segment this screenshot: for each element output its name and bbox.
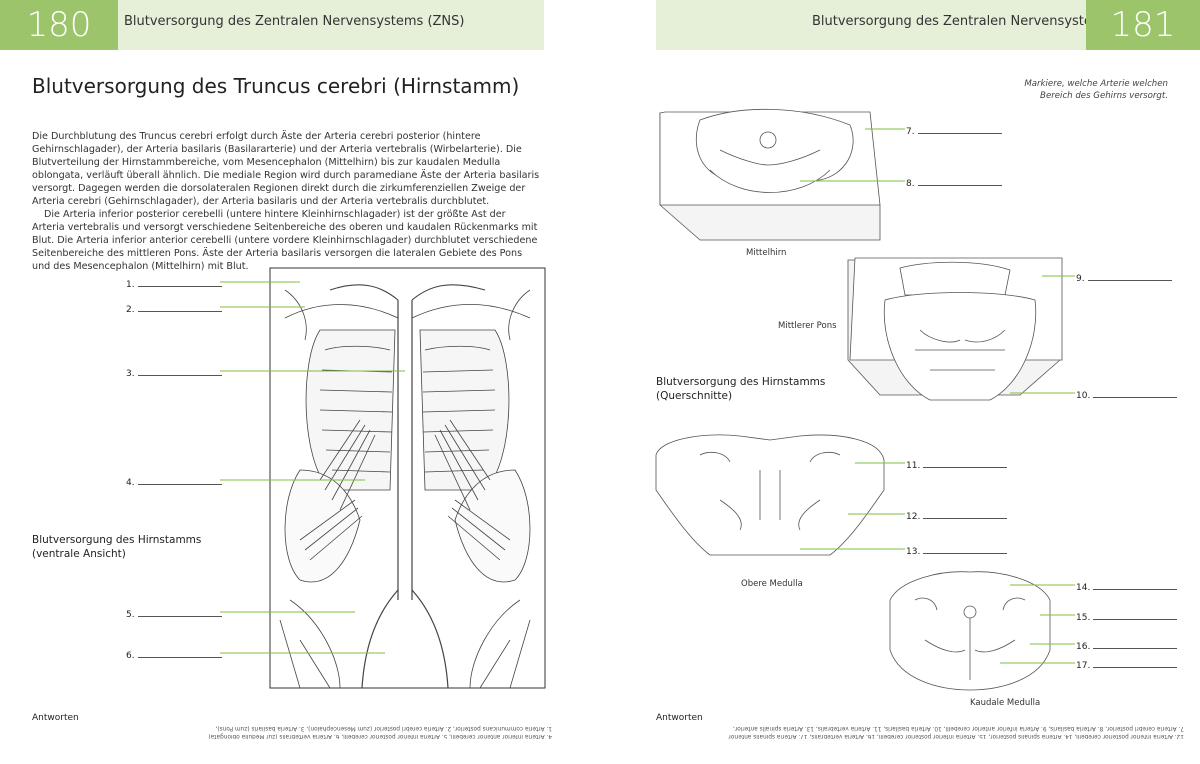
answer-blank[interactable]	[137, 303, 222, 312]
label-17: 17.	[1076, 659, 1178, 671]
header-bar	[118, 0, 544, 50]
answer-blank[interactable]	[917, 177, 1002, 186]
answer-blank[interactable]	[137, 608, 222, 617]
page-number: 181	[1086, 0, 1200, 50]
label-7: 7.	[906, 125, 1002, 137]
header-bar	[656, 0, 1086, 50]
answers-text: 4. Arteria inferior anterior cerebelli, …	[208, 725, 552, 739]
header-title: Blutversorgung des Zentralen Nervensyste…	[124, 14, 465, 29]
label-15: 15.	[1076, 611, 1178, 623]
paragraph: Die Durchblutung des Truncus cerebri erf…	[32, 131, 540, 207]
caption-obere-medulla: Obere Medulla	[741, 579, 803, 589]
label-5: 5.	[126, 608, 222, 620]
answer-blank[interactable]	[923, 459, 1008, 468]
answer-blank[interactable]	[1093, 389, 1178, 398]
answer-blank[interactable]	[137, 649, 222, 658]
answer-blank[interactable]	[923, 545, 1008, 554]
label-13: 13.	[906, 545, 1008, 557]
label-16: 16.	[1076, 640, 1178, 652]
answers-title: Antworten	[656, 713, 703, 723]
label-1: 1.	[126, 278, 222, 290]
page-number: 180	[0, 0, 118, 50]
answer-blank[interactable]	[1093, 640, 1178, 649]
answer-blank[interactable]	[1093, 659, 1178, 668]
answer-blank[interactable]	[137, 278, 222, 287]
figure-caption: Blutversorgung des Hirnstamms(ventrale A…	[32, 534, 202, 560]
body-text: Die Durchblutung des Truncus cerebri erf…	[32, 130, 540, 273]
section-title: Blutversorgung des Hirnstamms(Querschnit…	[656, 376, 826, 402]
right-page: Blutversorgung des Zentralen Nervensyste…	[600, 0, 1200, 764]
page-heading: Blutversorgung des Truncus cerebri (Hirn…	[32, 74, 520, 98]
answer-blank[interactable]	[137, 476, 222, 485]
header-title: Blutversorgung des Zentralen Nervensyste…	[812, 14, 1153, 29]
label-8: 8.	[906, 177, 1002, 189]
answer-blank[interactable]	[137, 367, 222, 376]
label-11: 11.	[906, 459, 1008, 471]
answer-blank[interactable]	[1093, 611, 1178, 620]
label-12: 12.	[906, 510, 1008, 522]
answers-title: Antworten	[32, 713, 79, 723]
label-6: 6.	[126, 649, 222, 661]
label-3: 3.	[126, 367, 222, 379]
left-page: 180 Blutversorgung des Zentralen Nervens…	[0, 0, 552, 739]
label-4: 4.	[126, 476, 222, 488]
label-2: 2.	[126, 303, 222, 315]
paragraph: Die Arteria inferior posterior cerebelli…	[32, 209, 538, 272]
answer-blank[interactable]	[1087, 272, 1172, 281]
label-14: 14.	[1076, 581, 1178, 593]
answer-blank[interactable]	[923, 510, 1008, 519]
caption-pons: Mittlerer Pons	[778, 321, 837, 331]
caption-kaudale-medulla: Kaudale Medulla	[970, 698, 1041, 708]
label-9: 9.	[1076, 272, 1172, 284]
answers-text: 12. Arteria inferior posterior cerebelli…	[728, 725, 1184, 739]
answer-blank[interactable]	[1093, 581, 1178, 590]
label-10: 10.	[1076, 389, 1178, 401]
answer-blank[interactable]	[917, 125, 1002, 134]
caption-mittelhirn: Mittelhirn	[746, 248, 787, 258]
